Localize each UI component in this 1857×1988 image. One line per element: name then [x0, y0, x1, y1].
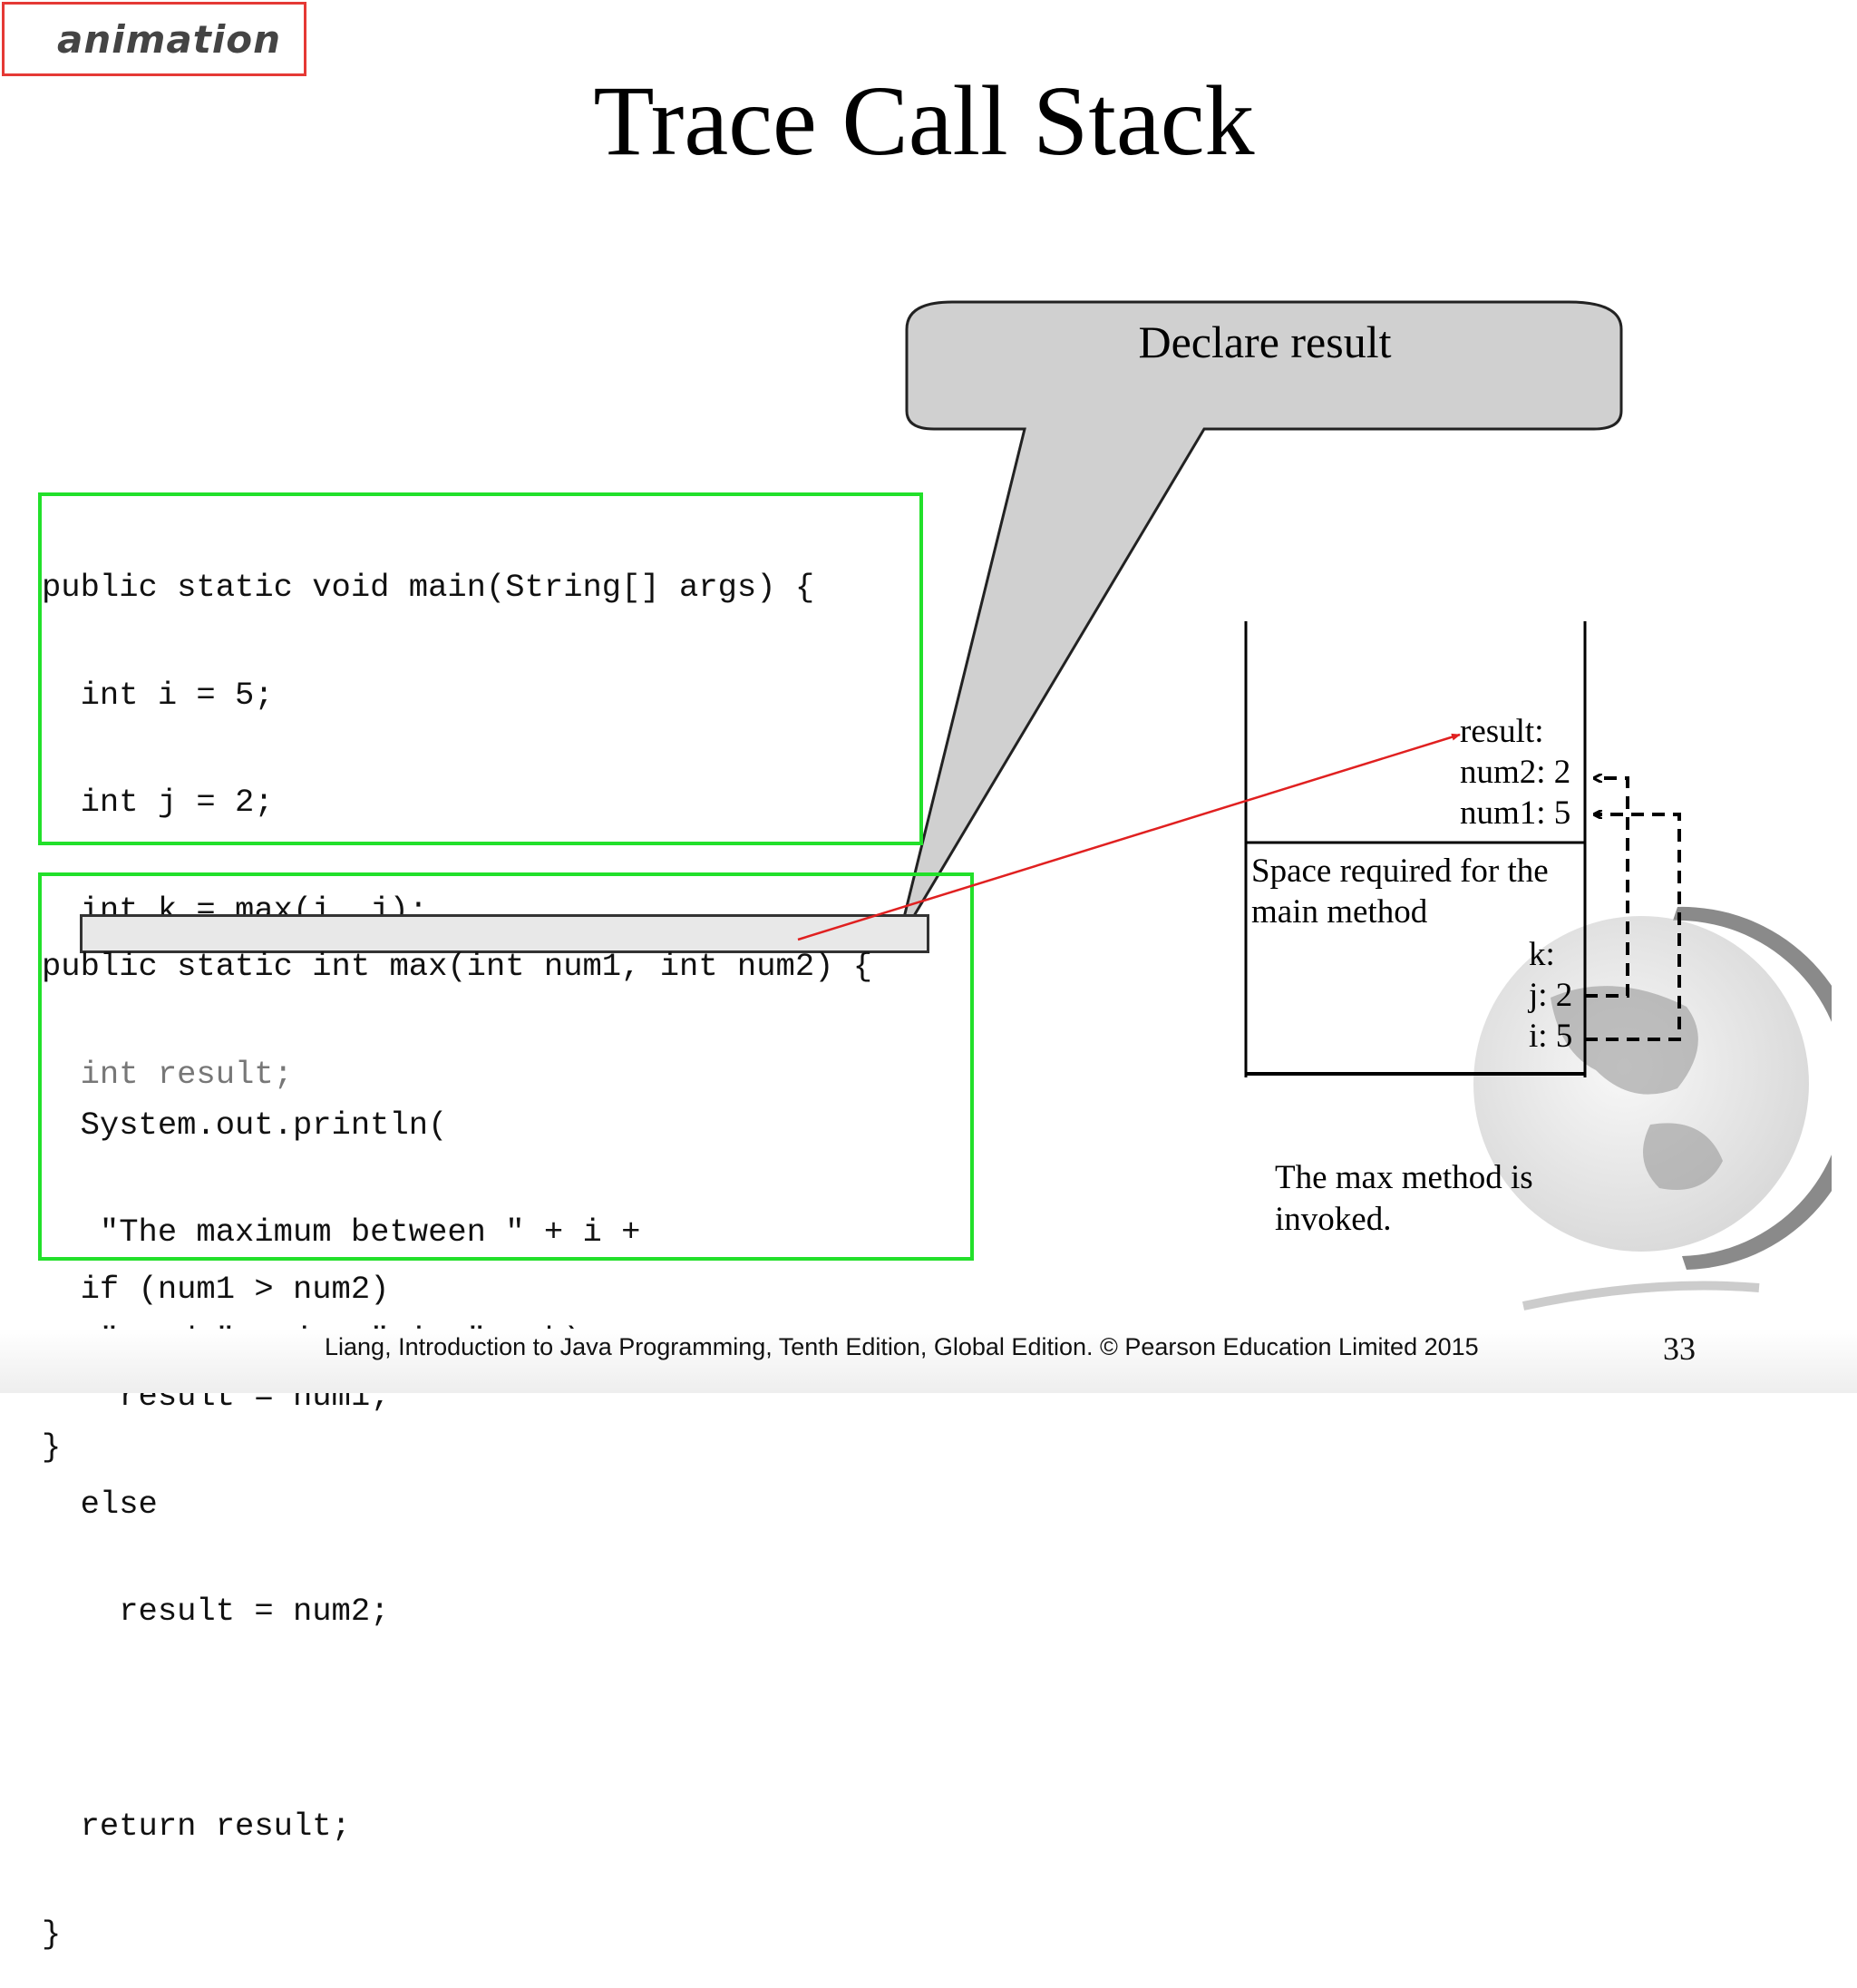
- slide-title: Trace Call Stack: [593, 65, 1255, 176]
- dashed-arrow-j-to-num2: [1585, 778, 1629, 998]
- callout-shape: [898, 300, 1623, 944]
- main-method-box: [38, 492, 923, 845]
- call-stack-diagram: [797, 621, 1681, 1077]
- stack-k: k:: [1529, 936, 1555, 973]
- footer-bar: [0, 1329, 1857, 1393]
- main-frame-label-1: Space required for the: [1251, 853, 1549, 890]
- dashed-arrow-i-to-num1: [1585, 814, 1681, 1041]
- code-line: }: [42, 1915, 62, 1953]
- page-number: 33: [1663, 1330, 1696, 1367]
- globe-watermark: [1473, 906, 1832, 1311]
- stack-j: j: 2: [1529, 977, 1573, 1014]
- slide-title-container: Trace Call Stack: [0, 63, 1857, 179]
- code-line: else: [42, 1485, 158, 1523]
- code-line: "The maximum between " + i +: [42, 1213, 641, 1251]
- callout-text: Declare result: [1138, 317, 1392, 367]
- code-line: if (num1 > num2): [42, 1270, 390, 1308]
- code-line: [42, 1701, 872, 1738]
- animation-badge-label: animation: [57, 17, 281, 62]
- animation-badge: animation: [2, 2, 306, 76]
- code-line: return result;: [42, 1808, 351, 1845]
- stack-result: result:: [1460, 713, 1544, 750]
- code-line: System.out.println(: [42, 1106, 448, 1144]
- stack-num1: num1: 5: [1460, 794, 1571, 832]
- stack-i: i: 5: [1529, 1018, 1573, 1055]
- code-line: int i = 5;: [42, 676, 274, 714]
- main-frame-label-2: main method: [1251, 893, 1428, 931]
- stack-num2: num2: 2: [1460, 754, 1571, 791]
- red-pointer-arrow: [797, 733, 1461, 941]
- caption-line-2: invoked.: [1275, 1201, 1392, 1238]
- max-method-box: [38, 872, 974, 1261]
- code-line: int j = 2;: [42, 784, 274, 821]
- footer-copyright: Liang, Introduction to Java Programming,…: [325, 1333, 1479, 1360]
- current-line-highlight: [80, 914, 929, 953]
- code-line: public static int max(int num1, int num2…: [42, 948, 873, 985]
- caption-line-1: The max method is: [1275, 1159, 1533, 1196]
- code-line: result = num2;: [42, 1593, 390, 1630]
- main-method-code: public static void main(String[] args) {…: [42, 498, 814, 1501]
- code-line: public static void main(String[] args) {: [42, 569, 815, 606]
- code-line-highlighted: int result;: [42, 1055, 293, 1093]
- callout-bubble: [898, 300, 1623, 944]
